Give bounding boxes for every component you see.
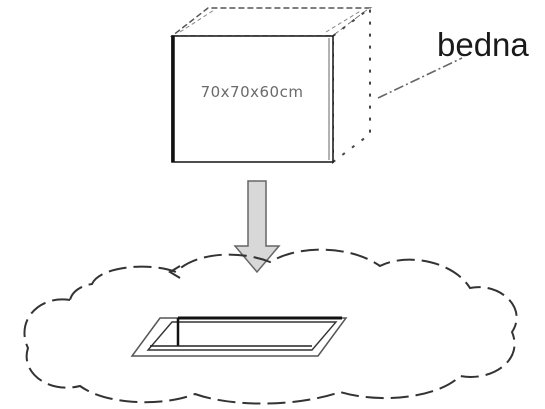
cloud-outline — [23, 248, 518, 405]
cloud-arrow-tick — [168, 265, 181, 279]
crate: 70x70x60cm — [169, 5, 373, 165]
callout-label: bedna — [437, 26, 529, 63]
down-arrow-icon — [233, 180, 281, 274]
crate-side-face — [332, 5, 371, 165]
crate-top-inner-edge-2 — [325, 9, 363, 33]
callout-leader-line — [377, 57, 463, 99]
pit-inner-opening — [146, 321, 338, 351]
crate-dimension-label: 70x70x60cm — [201, 83, 304, 101]
foundation-pit — [130, 316, 348, 357]
crate-front-face — [171, 35, 334, 163]
